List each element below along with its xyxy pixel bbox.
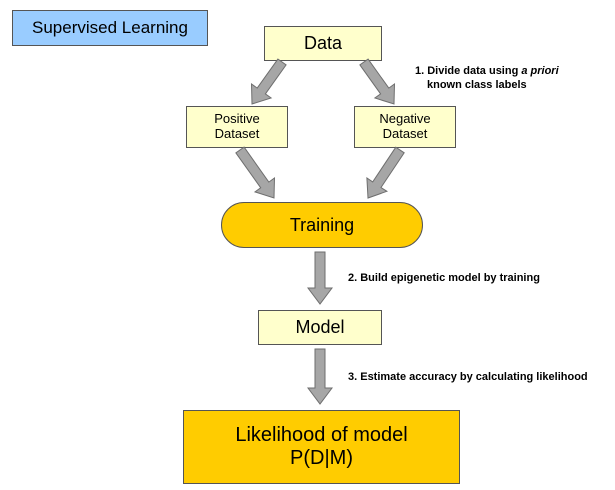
note-step-2: 2. Build epigenetic model by training	[348, 272, 540, 284]
node-positive-dataset: Positive Dataset	[186, 106, 288, 148]
node-likelihood: Likelihood of model P(D|M)	[183, 410, 460, 484]
node-likelihood-line1: Likelihood of model	[235, 424, 408, 446]
node-likelihood-line2: P(D|M)	[290, 447, 353, 469]
node-positive-line2: Dataset	[214, 126, 260, 141]
node-training: Training	[221, 202, 423, 248]
arrow-positive-to-training	[235, 146, 276, 199]
arrow-data-to-positive	[250, 58, 287, 105]
note-step-1-italic: a priori	[521, 65, 559, 77]
diagram-title: Supervised Learning	[12, 10, 208, 46]
arrow-data-to-negative	[359, 58, 396, 105]
node-model: Model	[258, 310, 382, 345]
arrow-model-to-likelihood	[307, 348, 333, 405]
note-step-3: 3. Estimate accuracy by calculating like…	[348, 371, 588, 383]
arrow-negative-to-training	[366, 146, 405, 199]
arrow-training-to-model	[307, 251, 333, 305]
node-negative-line1: Negative	[379, 111, 431, 127]
node-negative-dataset: Negative Dataset	[354, 106, 456, 148]
note-step-1: 1. Divide data using a priori known clas…	[415, 65, 559, 93]
note-step-1-prefix: 1. Divide data using	[415, 65, 522, 77]
node-data: Data	[264, 26, 382, 61]
node-positive-line1: Positive	[214, 111, 260, 127]
note-step-1-line2: known class labels	[427, 78, 527, 91]
node-negative-line2: Dataset	[382, 126, 428, 141]
